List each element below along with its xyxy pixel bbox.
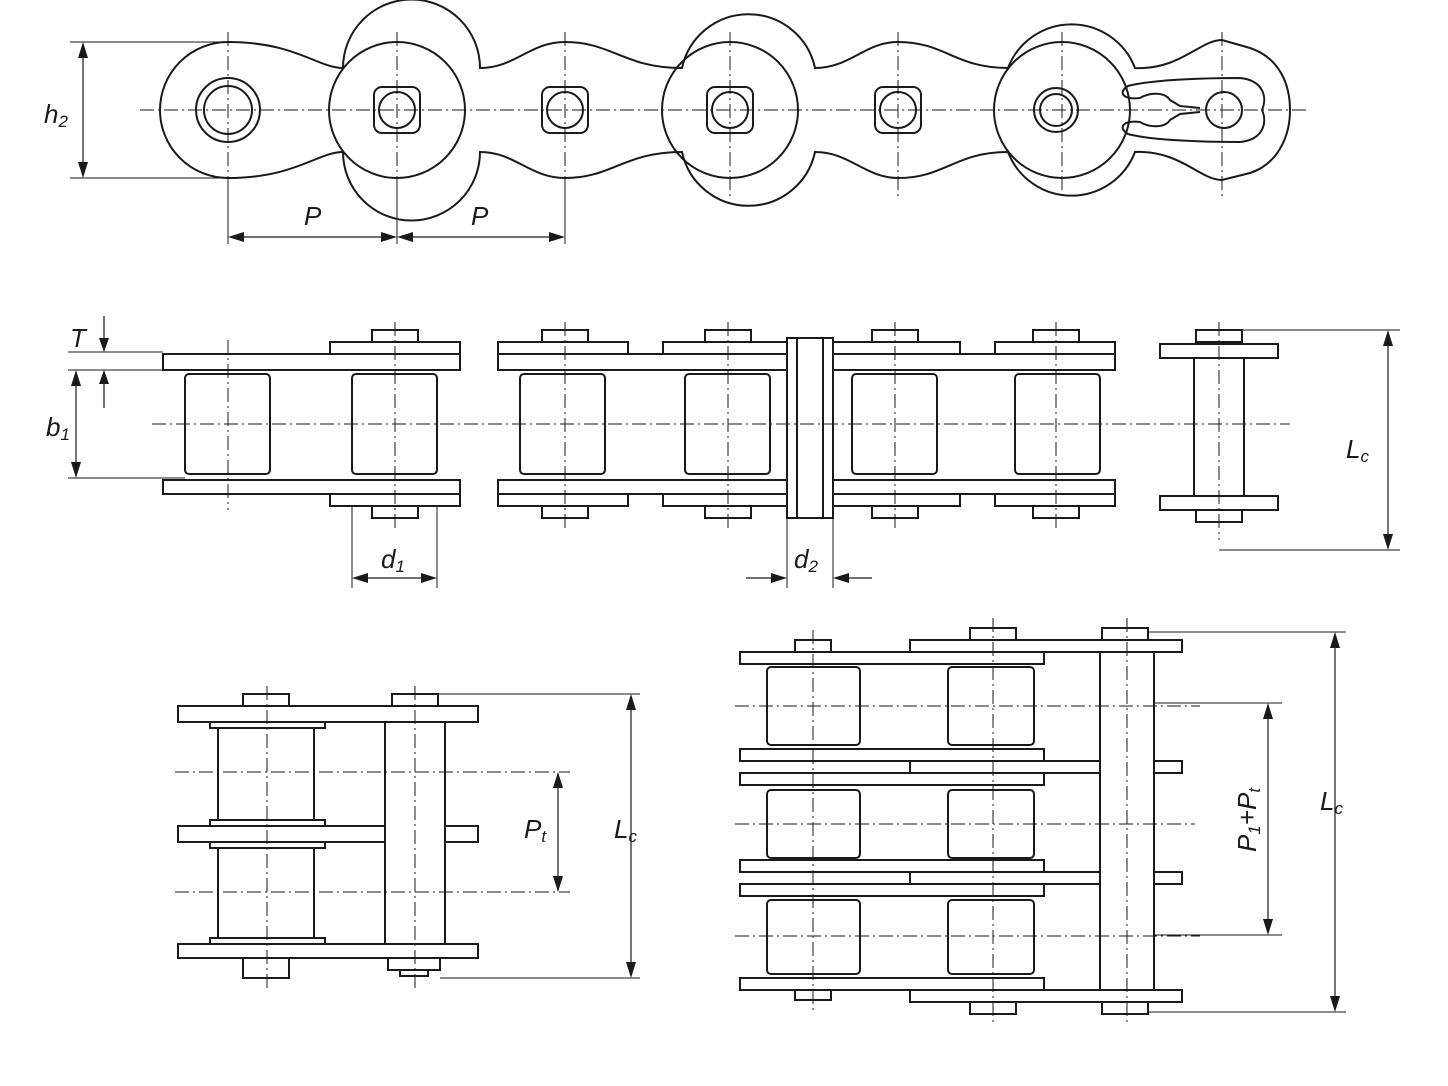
chain-side-view: h2 P P	[44, 0, 1310, 244]
d1-label: d1	[381, 544, 405, 576]
pin-tails-bottom	[371, 505, 1243, 523]
connecting-pin	[786, 337, 834, 519]
outer-plates-bottom	[329, 493, 1116, 507]
p1pt-dimension	[1154, 702, 1282, 936]
pt-label: Pt	[524, 814, 547, 846]
p1pt-label: P1+Pt	[1232, 787, 1264, 852]
chain-top-view: T b1 Lc d1	[46, 316, 1400, 588]
triplex-chain-view: P1+Pt Lc	[735, 618, 1346, 1024]
d2-label: d2	[794, 544, 818, 576]
lc-triplex-label: Lc	[1320, 786, 1343, 818]
h2-label: h2	[44, 99, 68, 131]
outer-plates-top	[329, 341, 1116, 355]
lc-duplex-dimension	[438, 693, 640, 979]
d2-dimension	[746, 518, 872, 588]
pt-dimension	[553, 772, 563, 892]
h2-dimension	[70, 41, 228, 179]
d1-dimension	[351, 506, 438, 588]
duplex-chain-view: Pt Lc	[175, 686, 640, 990]
t-label: T	[70, 323, 88, 353]
lc-single-label: Lc	[1346, 434, 1369, 466]
lc-single-dimension	[1219, 329, 1400, 551]
inner-plates-top	[162, 343, 1279, 371]
t-dimension	[68, 316, 163, 408]
b1-dimension	[68, 370, 185, 479]
pitch-label-right: P	[471, 201, 489, 231]
inner-plates-bottom	[162, 479, 1279, 511]
b1-label: b1	[46, 412, 70, 444]
lc-duplex-label: Lc	[614, 814, 637, 846]
pitch-label-left: P	[304, 201, 322, 231]
pitch-dimension	[227, 178, 566, 244]
rollers-top-view	[184, 357, 1245, 497]
lc-triplex-dimension	[1148, 631, 1346, 1013]
